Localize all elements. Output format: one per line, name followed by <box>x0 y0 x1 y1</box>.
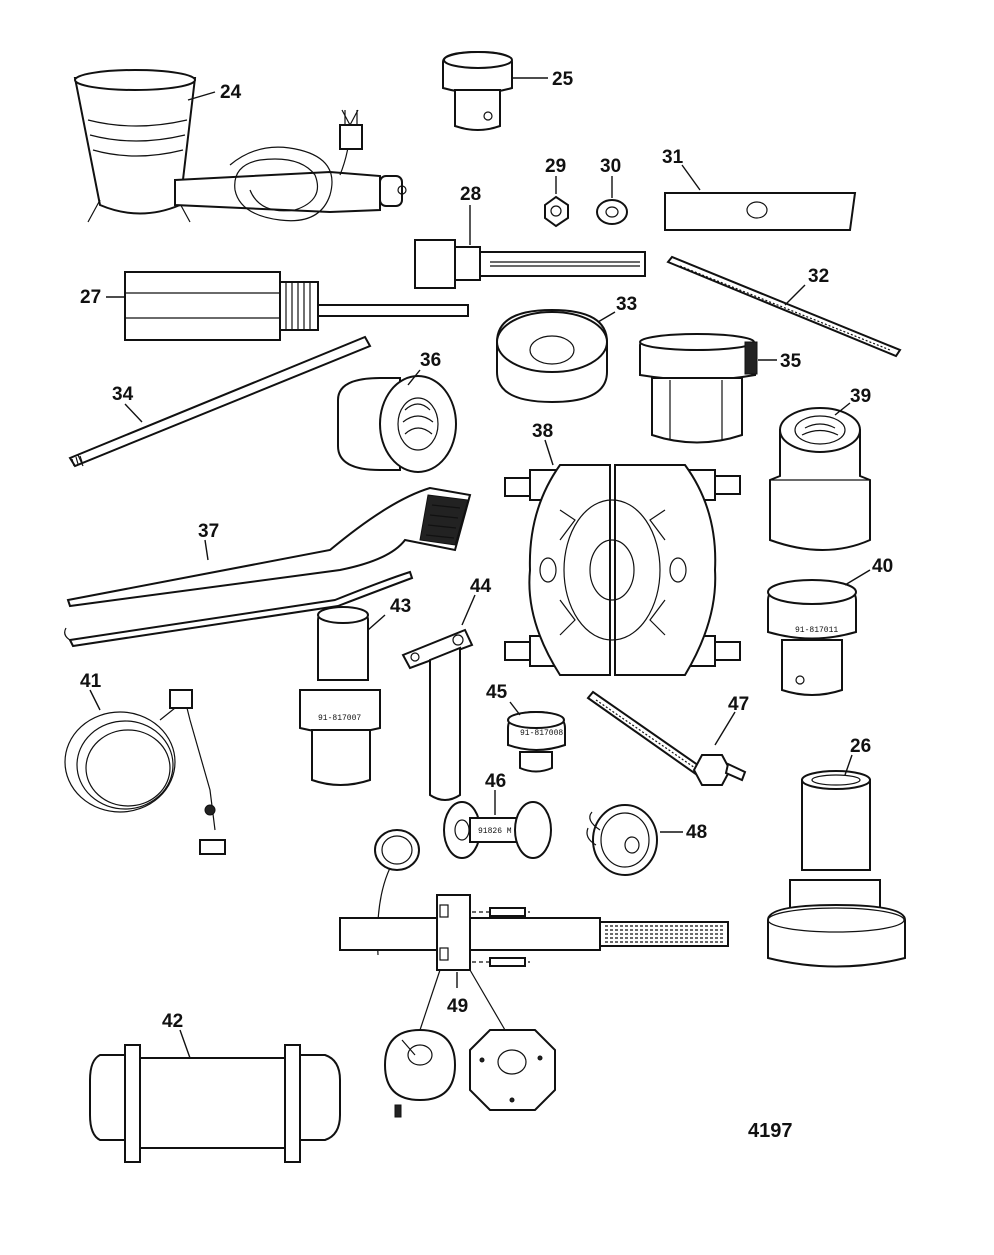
callout-24: 24 <box>220 82 242 103</box>
part-47-bolt: 47 <box>586 690 749 786</box>
callout-48: 48 <box>686 822 707 843</box>
part-34-rod: 34 <box>68 335 372 468</box>
stamp-40: 91-817011 <box>795 626 838 635</box>
part-45-knob: 91-817008 45 <box>486 682 566 773</box>
stamp-45: 91-817008 <box>520 729 563 738</box>
callout-34: 34 <box>112 384 134 405</box>
callout-41: 41 <box>80 671 102 692</box>
part-49-assembly: 49 <box>339 829 729 1118</box>
part-41-cable: 41 <box>64 671 226 855</box>
callout-40: 40 <box>872 556 893 577</box>
callout-31: 31 <box>662 147 684 168</box>
part-33-ring: 33 <box>496 294 637 404</box>
callout-25: 25 <box>552 69 574 90</box>
part-31-plate: 31 <box>662 147 857 231</box>
callout-27: 27 <box>80 287 101 308</box>
part-43-tool: 91-817007 43 <box>299 596 411 786</box>
callout-28: 28 <box>460 184 481 205</box>
part-46-spool: 91826 M 46 <box>443 771 552 859</box>
part-30-washer: 30 <box>596 156 628 225</box>
callout-26: 26 <box>850 736 871 757</box>
part-38-separator: 38 <box>504 421 741 676</box>
callout-39: 39 <box>850 386 871 407</box>
callout-30: 30 <box>600 156 621 177</box>
callout-33: 33 <box>616 294 637 315</box>
part-37-bar: 37 <box>64 486 472 648</box>
part-40-driver: 91-817011 40 <box>767 556 893 696</box>
callout-44: 44 <box>470 576 492 597</box>
part-28-tool: 28 <box>414 184 646 289</box>
part-48-disc: 48 <box>586 804 707 876</box>
callout-32: 32 <box>808 266 829 287</box>
callout-49: 49 <box>447 996 468 1017</box>
callout-46: 46 <box>485 771 506 792</box>
part-25-cap: 25 <box>442 50 574 131</box>
part-35-cap: 35 <box>639 333 802 444</box>
stamp-46: 91826 M <box>478 827 512 836</box>
part-29-nut: 29 <box>544 156 569 228</box>
callout-37: 37 <box>198 521 219 542</box>
part-42-sleeve: 42 <box>89 1011 341 1163</box>
callout-45: 45 <box>486 682 508 703</box>
callout-38: 38 <box>532 421 553 442</box>
part-27-coupler: 27 <box>80 271 469 341</box>
part-24-lamp: 24 <box>73 69 407 223</box>
callout-43: 43 <box>390 596 411 617</box>
callout-47: 47 <box>728 694 749 715</box>
part-26-driver: 26 <box>767 736 906 968</box>
part-44-tool: 44 <box>401 576 492 801</box>
stamp-43: 91-817007 <box>318 714 361 723</box>
part-39-sleeve: 39 <box>769 386 871 551</box>
figure-number: 4197 <box>748 1120 793 1142</box>
callout-29: 29 <box>545 156 566 177</box>
part-36-bushing: 36 <box>337 350 457 473</box>
part-32-rod: 32 <box>666 255 902 358</box>
callout-35: 35 <box>780 351 802 372</box>
callout-42: 42 <box>162 1011 183 1032</box>
callout-36: 36 <box>420 350 441 371</box>
